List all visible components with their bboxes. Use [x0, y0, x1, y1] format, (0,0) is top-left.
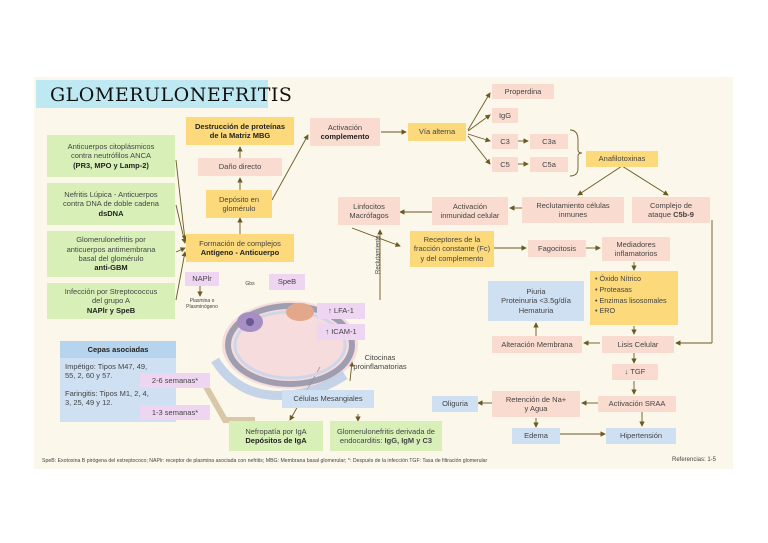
- hipertension: Hipertensión: [606, 428, 676, 444]
- icam1-label: ↑ ICAM-1: [317, 324, 365, 340]
- lisis-celular: Lisis Celular: [602, 336, 674, 353]
- cause-anti-gbm: Glomerulonefritis por anticuerpos antime…: [47, 231, 175, 277]
- napir-label: NAPlr: [185, 272, 219, 286]
- retencion-na: Retención de Na+ y Agua: [492, 391, 580, 417]
- title-banner: [36, 80, 268, 108]
- cepas-title: Cepas asociadas: [60, 341, 176, 358]
- via-alterna: Vía alterna: [408, 123, 466, 141]
- destruccion-mbg: Destrucción de proteínas de la Matriz MB…: [186, 117, 294, 145]
- cause-lupus: Nefritis Lúpica - Anticuerpos contra DNA…: [47, 183, 175, 225]
- celulas-mesangiales: Células Mesangiales: [282, 390, 374, 408]
- properdina: Properdina: [492, 84, 554, 99]
- alteracion-membrana: Alteración Membrana: [492, 336, 582, 353]
- oliguria: Oliguria: [432, 396, 478, 412]
- semanas-faringitis: 1-3 semanas*: [140, 405, 210, 420]
- speb-label: SpeB: [269, 274, 305, 290]
- reclutamiento-celulas: Reclutamiento células inmunes: [522, 197, 624, 223]
- c3a: C3a: [530, 134, 568, 149]
- list-item: • Enzimas lisosomales: [595, 295, 667, 305]
- mediadores-inflamatorios: Mediadores inflamatorios: [602, 237, 670, 261]
- piuria-proteinuria: Piuria Proteinuria <3.5g/día Hematuria: [488, 281, 584, 321]
- receptores-fc: Receptores de la fracción constante (Fc)…: [410, 231, 494, 267]
- cepas-impetigo: Impétigo: Tipos M47, 49, 55, 2, 60 y 57.: [65, 362, 148, 381]
- reclutamiento-label: Reclutamiento: [375, 235, 382, 274]
- linfocitos-macrofagos: Linfocitos Macrófagos: [338, 197, 400, 225]
- cause-anca: Anticuerpos citoplásmicos contra neutróf…: [47, 135, 175, 177]
- cepas-faringitis: Faringitis: Tipos M1, 2, 4, 3, 25, 49 y …: [65, 388, 149, 408]
- gbs-label: Gbs: [245, 281, 255, 287]
- list-item: • Proteasas: [595, 284, 632, 294]
- page-title: GLOMERULONEFRITIS: [50, 84, 293, 106]
- glomerulonefritis-endocarditis: Glomerulonefritis derivada de endocardit…: [330, 421, 442, 451]
- list-item: • ERO: [595, 306, 616, 316]
- anafilotoxinas: Anafilotoxinas: [586, 151, 658, 167]
- tgf: ↓ TGF: [612, 364, 658, 380]
- fagocitosis: Fagocitosis: [528, 240, 586, 257]
- mediadores-list: • Óxido Nítrico • Proteasas • Enzimas li…: [590, 271, 678, 325]
- plasmina-label: Plasmina o Plasminógeno: [186, 298, 218, 311]
- activacion-inmunidad: Activación inmunidad celular: [432, 197, 508, 225]
- lfa1-label: ↑ LFA-1: [317, 303, 365, 319]
- c3: C3: [492, 134, 518, 149]
- footer-legend: SpeB: Exotoxina B pirógena del estreptoc…: [42, 458, 488, 464]
- semanas-impetigo: 2-6 semanas*: [140, 373, 210, 388]
- complejo-ataque: Complejo de ataque C5b-9: [632, 197, 710, 223]
- list-item: • Óxido Nítrico: [595, 274, 642, 283]
- c5: C5: [492, 157, 518, 172]
- c5a: C5a: [530, 157, 568, 172]
- activacion-sraa: Activación SRAA: [598, 396, 676, 412]
- deposito-glomerulo: Depósito en glomérulo: [206, 190, 272, 218]
- citocinas-label: Citocinas proinflamatorias: [353, 353, 407, 372]
- edema: Edema: [512, 428, 560, 444]
- dano-directo: Daño directo: [198, 158, 282, 176]
- footer-references: Referencias: 1-5: [672, 457, 717, 463]
- igg: IgG: [492, 108, 518, 123]
